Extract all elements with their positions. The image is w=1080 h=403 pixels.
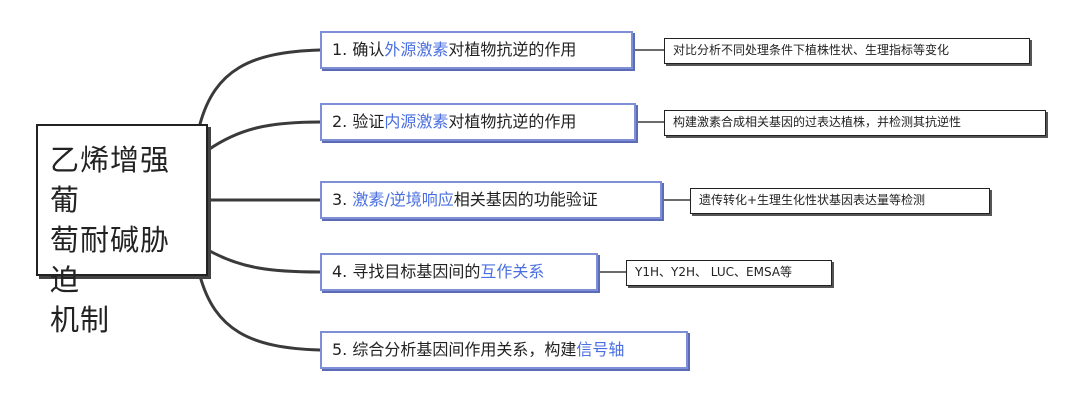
branch-4-detail[interactable]: Y1H、Y2H、 LUC、EMSA等 [626,260,832,286]
branch-5[interactable]: 5. 综合分析基因间作用关系，构建信号轴 [320,331,688,369]
branch-1-highlight: 外源激素 [384,40,449,59]
branch-2-highlight: 内源激素 [384,112,449,131]
branch-3-highlight: 激素/逆境响应 [352,190,454,209]
connector-root-b5 [198,274,322,352]
branch-3-suffix: 相关基因的功能验证 [453,190,598,209]
branch-2-prefix: 2. 验证 [332,112,385,131]
root-title-line-1: 乙烯增强葡 [50,143,171,217]
branch-1-suffix: 对植物抗逆的作用 [448,40,577,59]
branch-2-detail[interactable]: 构建激素合成相关基因的过表达植株，并检测其抗逆性 [664,110,1046,136]
root-node: 乙烯增强葡 萄耐碱胁迫 机制 [36,124,208,337]
root-title-line-3: 机制 [50,303,111,337]
branch-4[interactable]: 4. 寻找目标基因间的互作关系 [320,253,598,291]
connector-root-b4 [206,248,322,274]
branch-4-prefix: 4. 寻找目标基因间的 [332,262,481,281]
branch-5-highlight: 信号轴 [576,340,625,359]
connector-root-b1 [198,48,322,126]
branch-2[interactable]: 2. 验证内源激素对植物抗逆的作用 [320,103,636,141]
branch-3-detail[interactable]: 遗传转化+生理生化性状基因表达量等检测 [690,188,990,214]
branch-4-highlight: 互作关系 [480,262,545,281]
connector-root-b2 [206,120,322,152]
branch-1[interactable]: 1. 确认外源激素对植物抗逆的作用 [320,31,633,69]
branch-1-detail[interactable]: 对比分析不同处理条件下植株性状、生理指标等变化 [664,38,1030,64]
branch-3[interactable]: 3. 激素/逆境响应相关基因的功能验证 [320,181,662,219]
root-title-line-2: 萄耐碱胁迫 [50,223,171,297]
branch-2-suffix: 对植物抗逆的作用 [448,112,577,131]
branch-3-prefix: 3. [332,190,353,209]
branch-5-prefix: 5. 综合分析基因间作用关系，构建 [332,340,577,359]
branch-1-prefix: 1. 确认 [332,40,385,59]
